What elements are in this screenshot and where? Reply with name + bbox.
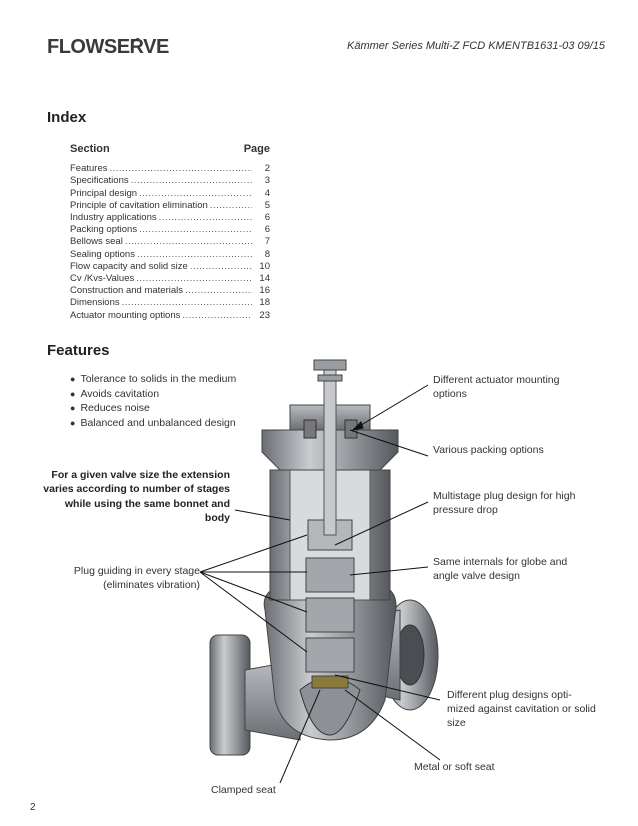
- toc-entry-title: Flow capacity and solid size: [70, 260, 188, 272]
- callout-plug-guiding-line1: Plug guiding in every stage: [73, 565, 200, 577]
- callout-actuator-mounting: Different actuator mounting options: [433, 374, 560, 400]
- toc-entry-page: 5: [264, 199, 270, 211]
- toc-entry: Construction and materials 16: [70, 285, 270, 297]
- toc-entry-title: Packing options: [70, 224, 138, 236]
- index-heading: Index: [47, 109, 87, 126]
- toc-entry: Principal design 4: [70, 188, 270, 200]
- callout-plug-designs: Different plug designs opti-mized agains…: [447, 689, 596, 729]
- toc-entry-title: Dimensions: [70, 297, 120, 309]
- toc-header: Section Page: [70, 143, 270, 155]
- toc-entry: Principle of cavitation elimination 5: [70, 200, 270, 212]
- toc-entry: Sealing options 8: [70, 249, 270, 261]
- toc-entry: Packing options 6: [70, 224, 270, 236]
- table-of-contents: Section Page Features2Specifications3Pri…: [70, 143, 270, 322]
- toc-entry-page: 4: [264, 187, 270, 199]
- toc-entry-page: 2: [264, 163, 270, 175]
- feature-bullet: Balanced and unbalanced design: [70, 416, 236, 431]
- toc-entry: Flow capacity and solid size 10: [70, 261, 270, 273]
- toc-entry-title: Construction and materials: [70, 285, 183, 297]
- toc-entry: Actuator mounting options 23: [70, 310, 270, 322]
- toc-entry-title: Sealing options: [70, 248, 135, 260]
- toc-entry-page: 16: [259, 285, 270, 297]
- callout-leader-lines: [199, 384, 441, 784]
- toc-entry: Dimensions 18: [70, 297, 270, 309]
- callout-packing-options: Various packing options: [433, 444, 544, 456]
- toc-entry-page: 18: [259, 297, 270, 309]
- valve-stem: [323, 364, 337, 536]
- toc-entry-page: 23: [259, 309, 270, 321]
- callout-clamped-seat: Clamped seat: [211, 784, 276, 796]
- callout-multistage-plug: Multistage plug design for high pressure…: [433, 490, 576, 516]
- toc-entry-title: Bellows seal: [70, 236, 123, 248]
- toc-entry-title: Principal design: [70, 187, 138, 199]
- callout-same-internals: Same internals for globe and angle valve…: [433, 556, 568, 582]
- toc-entry-title: Principle of cavitation elimination: [70, 199, 208, 211]
- callout-plug-guiding-line2: (eliminates vibration): [103, 579, 200, 591]
- feature-bullet: Tolerance to solids in the medium: [70, 372, 236, 387]
- toc-entry-title: Industry applications: [70, 212, 157, 224]
- toc-section-header: Section: [70, 143, 110, 155]
- callout-plug-guiding: Plug guiding in every stage (eliminates …: [50, 564, 200, 592]
- toc-entry-title: Cv /Kvs-Values: [70, 273, 135, 285]
- feature-bullet: Avoids cavitation: [70, 387, 236, 402]
- features-list: Tolerance to solids in the medium Avoids…: [70, 372, 236, 430]
- toc-entry: Industry applications 6: [70, 212, 270, 224]
- feature-bullet: Reduces noise: [70, 401, 236, 416]
- toc-entry: Specifications 3: [70, 175, 270, 187]
- extension-note: For a given valve size the extension var…: [43, 469, 230, 524]
- toc-entry-title: Specifications: [70, 175, 129, 187]
- toc-entry: Cv /Kvs-Values 14: [70, 273, 270, 285]
- toc-page-header: Page: [243, 143, 270, 155]
- document-reference: Kämmer Series Multi-Z FCD KMENTB1631-03 …: [347, 40, 605, 52]
- page-number: 2: [30, 802, 36, 813]
- flowserve-logo: FLOWSERVE: [47, 36, 169, 58]
- logo-swoosh-icon: [131, 37, 140, 45]
- toc-entry: Bellows seal 7: [70, 236, 270, 248]
- toc-entry-page: 8: [264, 248, 270, 260]
- toc-entry-page: 7: [264, 236, 270, 248]
- features-heading: Features: [47, 342, 110, 359]
- toc-entry-page: 14: [259, 273, 270, 285]
- toc-entry: Features 2: [70, 163, 270, 175]
- toc-entry-page: 3: [264, 175, 270, 187]
- toc-entry-page: 6: [264, 212, 270, 224]
- toc-entry-page: 6: [264, 224, 270, 236]
- toc-entry-page: 10: [259, 260, 270, 272]
- toc-entry-title: Actuator mounting options: [70, 309, 181, 321]
- toc-entry-title: Features: [70, 163, 108, 175]
- callout-seat: Metal or soft seat: [414, 761, 495, 773]
- plug-stages: [305, 519, 355, 689]
